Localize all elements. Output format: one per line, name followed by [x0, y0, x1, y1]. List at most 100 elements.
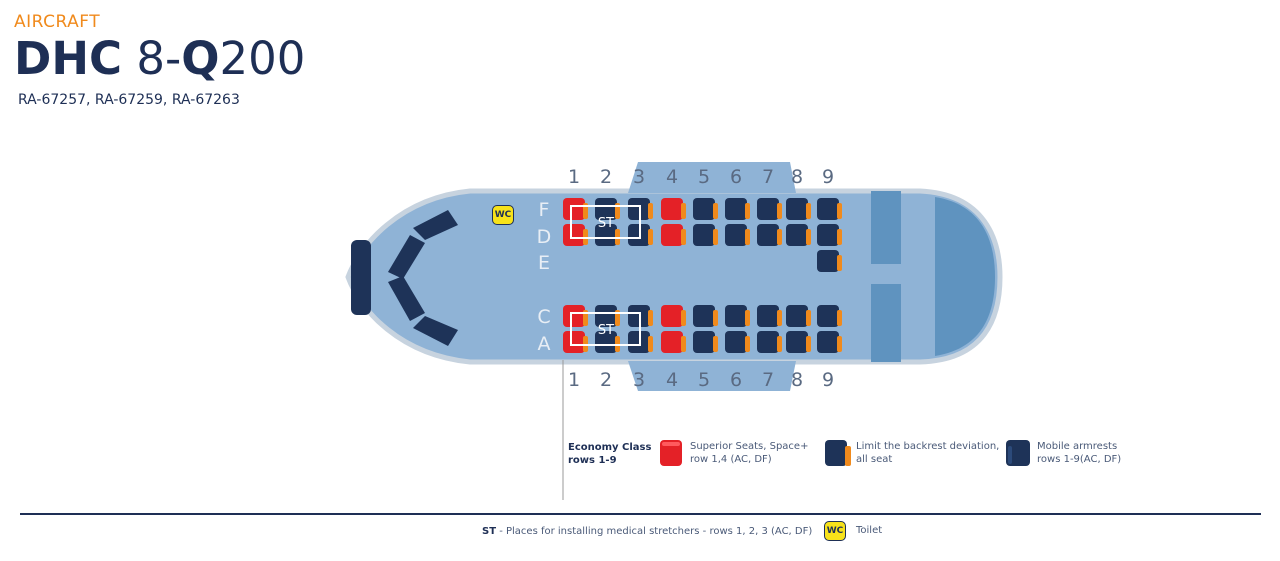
- rear-bulkhead-upper: [871, 191, 901, 264]
- seat-armrest: [745, 310, 750, 326]
- row-number-bottom: 6: [730, 369, 742, 391]
- model-part-2: 8-: [122, 32, 182, 85]
- row-number-bottom: 5: [698, 369, 710, 391]
- seat-5F: [693, 198, 718, 220]
- seat-armrest: [745, 203, 750, 219]
- seat-body: [563, 198, 585, 220]
- seat-body: [786, 198, 808, 220]
- row-number-top: 9: [822, 166, 834, 188]
- seat-6D: [725, 224, 750, 246]
- footer-wc-icon: WC: [824, 521, 846, 541]
- fuselage-bulge-top: [628, 162, 796, 193]
- legend-superior-line2: row 1,4 (AC, DF): [690, 454, 772, 465]
- seat-body: [563, 331, 585, 353]
- seat-body: [725, 198, 747, 220]
- seat-armrest: [745, 336, 750, 352]
- seat-1D: [563, 224, 588, 246]
- seat-body: [817, 198, 839, 220]
- row-number-top: 7: [762, 166, 774, 188]
- legend-class-title: Economy Class: [568, 442, 652, 453]
- cockpit-window: [351, 240, 371, 315]
- seat-6A: [725, 331, 750, 353]
- seat-body: [693, 331, 715, 353]
- seat-body: [757, 331, 779, 353]
- seat-armrest: [648, 336, 653, 352]
- seat-body: [725, 224, 747, 246]
- legend-limit-line2: all seat: [856, 454, 893, 465]
- legend-superior-line1: Superior Seats, Space+: [690, 441, 809, 452]
- cockpit-window: [388, 276, 425, 321]
- seat-armrest: [681, 229, 686, 245]
- seat-7F: [757, 198, 782, 220]
- stretcher-zone: [570, 312, 641, 346]
- seat-body: [595, 198, 617, 220]
- seat-armrest: [837, 229, 842, 245]
- wc-icon: WC: [492, 205, 514, 225]
- seat-letter-E: E: [538, 252, 550, 274]
- cockpit-window: [388, 235, 425, 279]
- model-part-3: Q: [181, 32, 220, 85]
- seat-5C: [693, 305, 718, 327]
- seat-body: [786, 224, 808, 246]
- seat-body: [786, 331, 808, 353]
- legend-mobile-line1: Mobile armrests: [1037, 441, 1118, 452]
- seat-9F: [817, 198, 842, 220]
- seat-body: [817, 250, 839, 272]
- footer-st-code: ST: [482, 526, 497, 537]
- seat-body: [693, 198, 715, 220]
- seat-4A: [661, 331, 686, 353]
- seat-6F: [725, 198, 750, 220]
- row-number-bottom: 4: [666, 369, 678, 391]
- seat-body: [693, 224, 715, 246]
- rear-bulkhead-lower: [871, 284, 901, 362]
- seat-9D: [817, 224, 842, 246]
- seat-body: [693, 305, 715, 327]
- seat-body: [661, 331, 683, 353]
- rear-cargo-area: [935, 197, 995, 356]
- seat-9A: [817, 331, 842, 353]
- seat-7C: [757, 305, 782, 327]
- row-number-top: 5: [698, 166, 710, 188]
- seat-6C: [725, 305, 750, 327]
- legend-seat-mobile-icon: [1006, 440, 1030, 466]
- seat-8D: [786, 224, 811, 246]
- stretcher-label: ST: [598, 216, 614, 231]
- seat-armrest: [777, 229, 782, 245]
- row-number-top: 2: [600, 166, 612, 188]
- seat-armrest: [648, 203, 653, 219]
- row-number-top: 1: [568, 166, 580, 188]
- legend-seat-superior-icon: [660, 440, 682, 466]
- seat-5D: [693, 224, 718, 246]
- row-number-bottom: 9: [822, 369, 834, 391]
- seat-5A: [693, 331, 718, 353]
- row-number-bottom: 8: [791, 369, 803, 391]
- seat-armrest: [777, 310, 782, 326]
- seat-body: [661, 224, 683, 246]
- seat-armrest: [713, 310, 718, 326]
- seat-body: [661, 198, 683, 220]
- seat-armrest: [681, 336, 686, 352]
- seat-body: [595, 331, 617, 353]
- row-number-bottom: 3: [633, 369, 645, 391]
- seat-body: [757, 198, 779, 220]
- row-number-bottom: 7: [762, 369, 774, 391]
- seat-body: [786, 305, 808, 327]
- seat-7D: [757, 224, 782, 246]
- seat-armrest: [806, 310, 811, 326]
- registration-numbers: RA-67257, RA-67259, RA-67263: [18, 92, 240, 108]
- seat-body: [563, 305, 585, 327]
- model-part-4: 200: [219, 32, 306, 85]
- seat-7A: [757, 331, 782, 353]
- seat-body: [817, 224, 839, 246]
- footer-st-text: - Places for installing medical stretche…: [496, 526, 813, 537]
- aircraft-model-title: DHC 8-Q200: [14, 36, 305, 81]
- seat-9C: [817, 305, 842, 327]
- seat-armrest: [745, 229, 750, 245]
- seat-body: [725, 305, 747, 327]
- seat-8A: [786, 331, 811, 353]
- row-number-top: 4: [666, 166, 678, 188]
- seat-1F: [563, 198, 588, 220]
- seat-4C: [661, 305, 686, 327]
- stretcher-zone: [570, 205, 641, 239]
